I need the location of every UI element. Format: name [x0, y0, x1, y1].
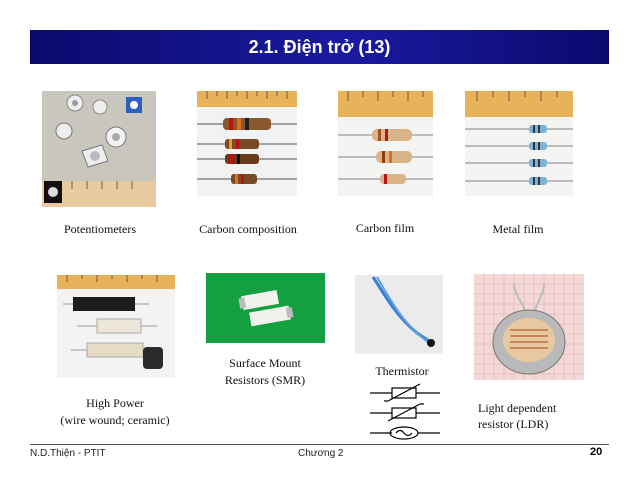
caption-carbon-film: Carbon film [355, 221, 415, 235]
thermistor-symbols [370, 383, 440, 441]
footer-divider [30, 444, 609, 445]
slide-title: 2.1. Điện trở (13) [248, 37, 391, 57]
metal-film-photo [465, 91, 573, 196]
smr-photo [206, 273, 325, 343]
thermistor-photo [355, 275, 443, 354]
caption-ldr-line1: Light dependent [478, 401, 557, 415]
page-number: 20 [590, 446, 603, 458]
caption-carbon-composition: Carbon composition [199, 222, 297, 236]
ldr-photo [474, 274, 584, 380]
carbon-composition-photo [197, 91, 297, 196]
carbon-film-photo [338, 91, 433, 196]
caption-thermistor: Thermistor [375, 364, 429, 378]
potentiometers-photo [42, 91, 156, 207]
caption-ldr-line2: resistor (LDR) [478, 417, 549, 431]
caption-high-power-line1: High Power [86, 396, 144, 410]
footer-chapter: Chương 2 [298, 448, 344, 459]
caption-high-power-line2: (wire wound; ceramic) [60, 413, 170, 427]
caption-metal-film: Metal film [492, 222, 544, 236]
caption-smr-line2: Resistors (SMR) [224, 373, 306, 387]
high-power-photo [57, 275, 175, 378]
title-bar [30, 30, 609, 64]
caption-smr-line1: Surface Mount [229, 356, 301, 370]
caption-potentiometers: Potentiometers [64, 222, 136, 236]
footer-author: N.D.Thiện - PTIT [30, 448, 106, 459]
